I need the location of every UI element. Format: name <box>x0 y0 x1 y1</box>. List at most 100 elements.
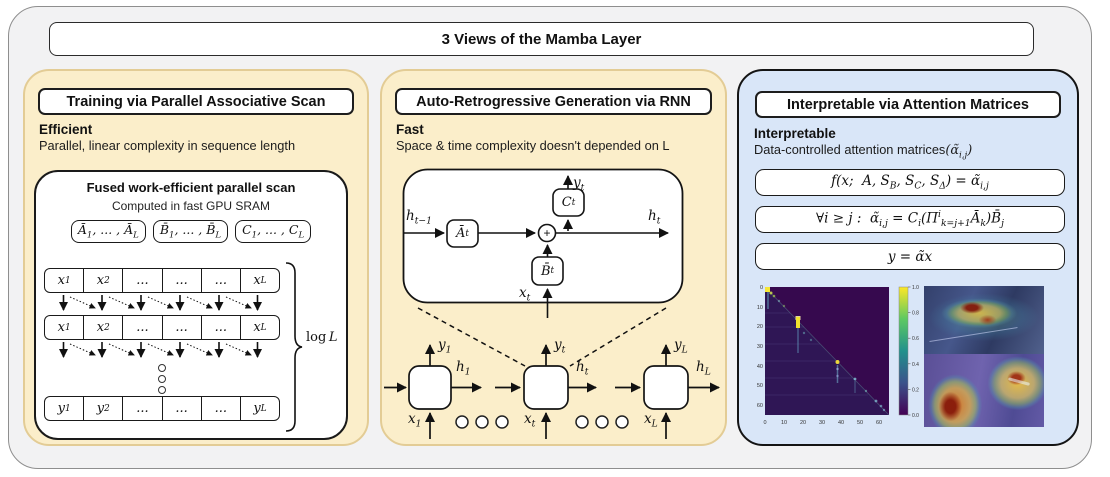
heatmap-x-tick: 40 <box>838 420 844 426</box>
b-bar-node-label: B̄t <box>540 263 555 279</box>
heatmap-x-tick: 0 <box>763 420 766 426</box>
generation-header-box: Auto-Retrogressive Generation via RNN <box>395 88 712 115</box>
chain-yL-label: yL <box>674 337 688 356</box>
colorbar-tick: 0.6 <box>912 336 919 342</box>
heatmap-x-tick: 50 <box>857 420 863 426</box>
y-t-label: yt <box>573 175 585 194</box>
attention-overlay-image-plane <box>924 286 1044 354</box>
sequence-box-a: Ā1, ... , ĀL <box>70 220 146 243</box>
equation-1-box: f(x; A, SB, SC, SΔ) = α̃i,j <box>755 169 1065 196</box>
dot-icon <box>158 386 166 394</box>
scan-cell: ... <box>161 397 201 420</box>
chain-xt-label: xt <box>524 411 536 430</box>
scan-cell: ... <box>122 269 161 292</box>
figure-title-text: 3 Views of the Mamba Layer <box>441 30 642 48</box>
colorbar-tick: 1.0 <box>912 285 919 291</box>
scan-cell: ... <box>122 397 161 420</box>
heatmap-y-tick: 0 <box>760 285 763 291</box>
log-l-brace <box>285 262 303 432</box>
heatmap-y-tick: 30 <box>757 344 763 350</box>
colorbar-tick: 0.4 <box>912 362 919 368</box>
scan-cell: ... <box>200 269 240 292</box>
training-header-box: Training via Parallel Associative Scan <box>38 88 354 115</box>
scan-cell: ... <box>200 397 240 420</box>
attention-overlay-image-birds <box>924 354 1044 427</box>
training-description: Parallel, linear complexity in sequence … <box>39 138 296 153</box>
equation-3: y = α̃x <box>887 248 933 265</box>
h-prev-label: ht−1 <box>406 208 432 227</box>
log-l-label: log L <box>306 330 338 345</box>
interpretable-keyword: Interpretable <box>754 126 836 141</box>
interpretable-header-text: Interpretable via Attention Matrices <box>787 96 1029 113</box>
parallel-scan-box: Fused work-efficient parallel scan Compu… <box>34 170 348 440</box>
heatmap-x-tick: 60 <box>876 420 882 426</box>
sequence-box-c: C1, ... , CL <box>235 220 312 243</box>
sum-node-label: + <box>543 226 551 240</box>
training-keyword: Efficient <box>39 122 93 137</box>
scan-cell: ... <box>161 269 201 292</box>
chain-yt-label: yt <box>554 337 566 356</box>
x-t-label: xt <box>519 285 531 304</box>
generation-header-text: Auto-Retrogressive Generation via RNN <box>416 93 691 110</box>
colorbar-tick: 0.8 <box>912 311 919 317</box>
heatmap-x-tick: 20 <box>800 420 806 426</box>
h-t-label: ht <box>648 208 661 227</box>
heatmap-y-tick: 50 <box>757 383 763 389</box>
sequence-box-b: B̄1, ... , B̄L <box>152 220 229 243</box>
equation-3-box: y = α̃x <box>755 243 1065 270</box>
sequence-boxes: Ā1, ... , ĀL B̄1, ... , B̄L C1, ... , CL <box>36 220 346 243</box>
chain-hL-label: hL <box>696 359 711 378</box>
chain-xL-label: xL <box>644 411 658 430</box>
generation-description: Space & time complexity doesn't depended… <box>396 138 670 153</box>
interpretable-header-box: Interpretable via Attention Matrices <box>755 91 1061 118</box>
scan-box-title: Fused work-efficient parallel scan <box>86 180 296 195</box>
heatmap-y-tick: 40 <box>757 364 763 370</box>
training-header-text: Training via Parallel Associative Scan <box>66 93 326 110</box>
scan-cell: ... <box>122 316 161 339</box>
rnn-cell-detail-diagram <box>402 168 684 318</box>
equation-2: ∀i ≥ j : α̃i,j = Ci(Πik=j+1Āk)B̄j <box>816 209 1004 230</box>
chain-ht-label: ht <box>576 359 589 378</box>
equation-1: f(x; A, SB, SC, SΔ) = α̃i,j <box>831 173 989 192</box>
panel-interpretable: Interpretable via Attention Matrices Int… <box>737 69 1079 446</box>
ellipsis-dots-vertical <box>44 362 280 396</box>
rnn-chain-diagram <box>384 307 720 439</box>
heatmap-y-tick: 20 <box>757 324 763 330</box>
scan-arrows-band-1 <box>59 295 262 311</box>
equation-2-box: ∀i ≥ j : α̃i,j = Ci(Πik=j+1Āk)B̄j <box>755 206 1065 233</box>
heatmap-x-tick: 10 <box>781 420 787 426</box>
scan-box-subtitle: Computed in fast GPU SRAM <box>111 199 271 213</box>
interpretable-description-text: Data-controlled attention matrices <box>754 142 946 157</box>
colorbar-tick: 0.0 <box>912 413 919 419</box>
scan-cell: ... <box>161 316 201 339</box>
colorbar-tick: 0.2 <box>912 387 919 393</box>
attention-matrix-heatmap: 0 10 20 30 40 50 60 0 10 20 30 40 50 60 <box>757 285 919 426</box>
heatmap-y-tick: 10 <box>757 305 763 311</box>
chain-x1-label: x1 <box>408 411 422 430</box>
figure-container: 3 Views of the Mamba Layer Training via … <box>8 6 1092 469</box>
heatmap-x-tick: 30 <box>819 420 825 426</box>
figure-title: 3 Views of the Mamba Layer <box>49 22 1034 56</box>
chain-h1-label: h1 <box>456 359 471 378</box>
panel-training: Training via Parallel Associative Scan E… <box>23 69 369 446</box>
scan-arrows-band-2 <box>59 342 262 358</box>
heatmap-y-tick: 60 <box>757 403 763 409</box>
panel-generation: Auto-Retrogressive Generation via RNN Fa… <box>380 69 727 446</box>
generation-keyword: Fast <box>396 122 424 137</box>
scan-cell: ... <box>200 316 240 339</box>
